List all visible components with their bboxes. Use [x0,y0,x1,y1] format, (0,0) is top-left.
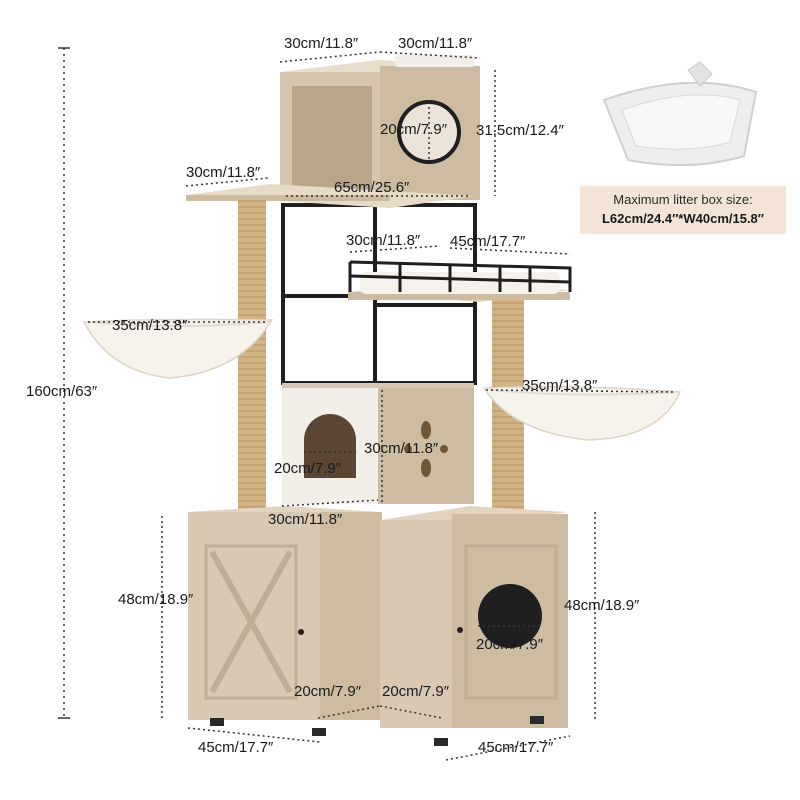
dim-frame-width: 65cm/25.6″ [334,179,410,196]
left-hammock [82,318,274,379]
condo-hole [304,414,356,478]
dim-top-hole: 20cm/7.9″ [380,121,448,138]
dim-right-cabinet-hole: 20cm/7.9″ [476,636,544,653]
dim-corner-right: 20cm/7.9″ [382,683,450,700]
left-perch [186,184,475,208]
dim-left-hammock: 35cm/13.8″ [112,317,188,334]
dim-left-cabinet-height: 48cm/18.9″ [118,591,194,608]
dim-right-cabinet-height: 48cm/18.9″ [564,597,640,614]
dim-top-height: 31.5cm/12.4″ [476,122,564,139]
dim-condo-depth: 30cm/11.8″ [364,440,439,457]
dim-mid-shelf-right: 45cm/17.7″ [450,233,526,250]
litter-box-image [602,61,758,167]
right-hammock [482,385,682,441]
dim-top-width-left: 30cm/11.8″ [284,35,359,52]
condo [282,383,474,504]
measure-lines [88,51,677,761]
dim-top-width-right: 30cm/11.8″ [398,35,473,52]
dim-left-perch: 30cm/11.8″ [186,164,261,181]
litter-box-size-note: Maximum litter box size: L62cm/24.4″*W40… [580,186,786,234]
left-cabinet [188,506,382,736]
litter-box-note-size: L62cm/24.4″*W40cm/15.8″ [601,211,765,226]
dim-condo-hole: 20cm/7.9″ [274,460,342,477]
dim-corner-left: 20cm/7.9″ [294,683,362,700]
dim-mid-shelf-left: 30cm/11.8″ [346,232,421,249]
dim-right-hammock: 35cm/13.8″ [522,377,598,394]
right-cabinet-hole [478,584,542,648]
middle-shelf [348,260,572,302]
dim-condo-width: 30cm/11.8″ [268,511,343,528]
right-cabinet [380,506,568,746]
dim-base-left: 45cm/17.7″ [198,739,274,756]
top-box [280,55,480,200]
litter-box-note-title: Maximum litter box size: [613,192,753,207]
dim-base-right: 45cm/17.7″ [478,739,554,756]
dim-total-height: 160cm/63″ [26,383,98,400]
